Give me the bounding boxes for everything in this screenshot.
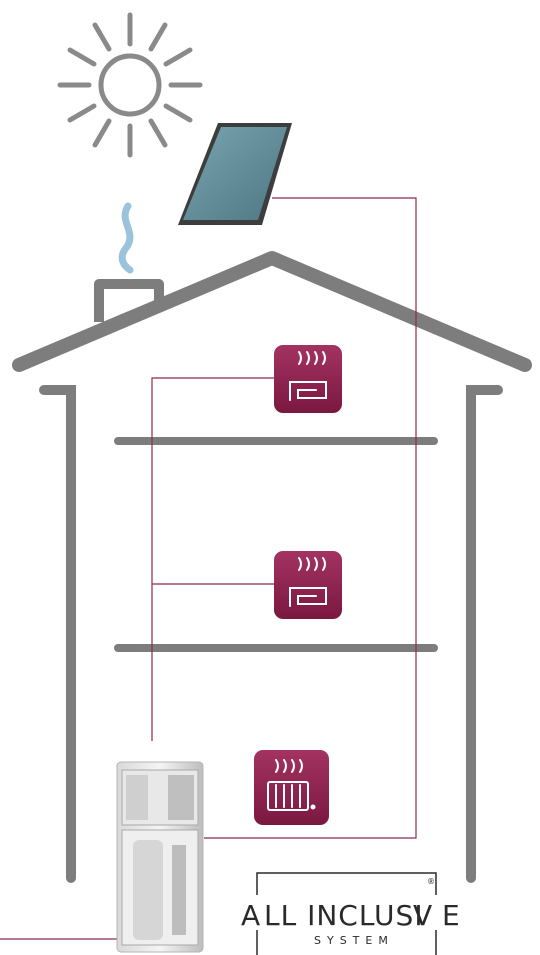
house-left-wall [44,390,71,878]
logo-frame [257,873,436,895]
radiator-ground-tile [254,750,329,825]
all-inclusive-system-logo: A LL INCLUSI V E SYSTEM ® [241,873,461,955]
logo-letter-v: V [413,899,433,932]
underfloor-heating-upper-tile [274,345,342,413]
logo-registered-mark: ® [427,877,435,886]
logo-letter-a: A [241,899,261,932]
logo-letter-e: E [442,899,461,932]
logo-subtitle: SYSTEM [314,934,394,947]
house-right-wall [471,390,498,878]
smoke-icon [122,206,130,270]
solar-panel-icon [178,123,292,225]
pipe-network [0,198,416,939]
underfloor-heating-middle-tile [274,551,342,619]
sun-icon [60,15,200,155]
logo-wordmark: LL INCLUSI [264,899,424,932]
heat-pump-unit [117,762,203,952]
